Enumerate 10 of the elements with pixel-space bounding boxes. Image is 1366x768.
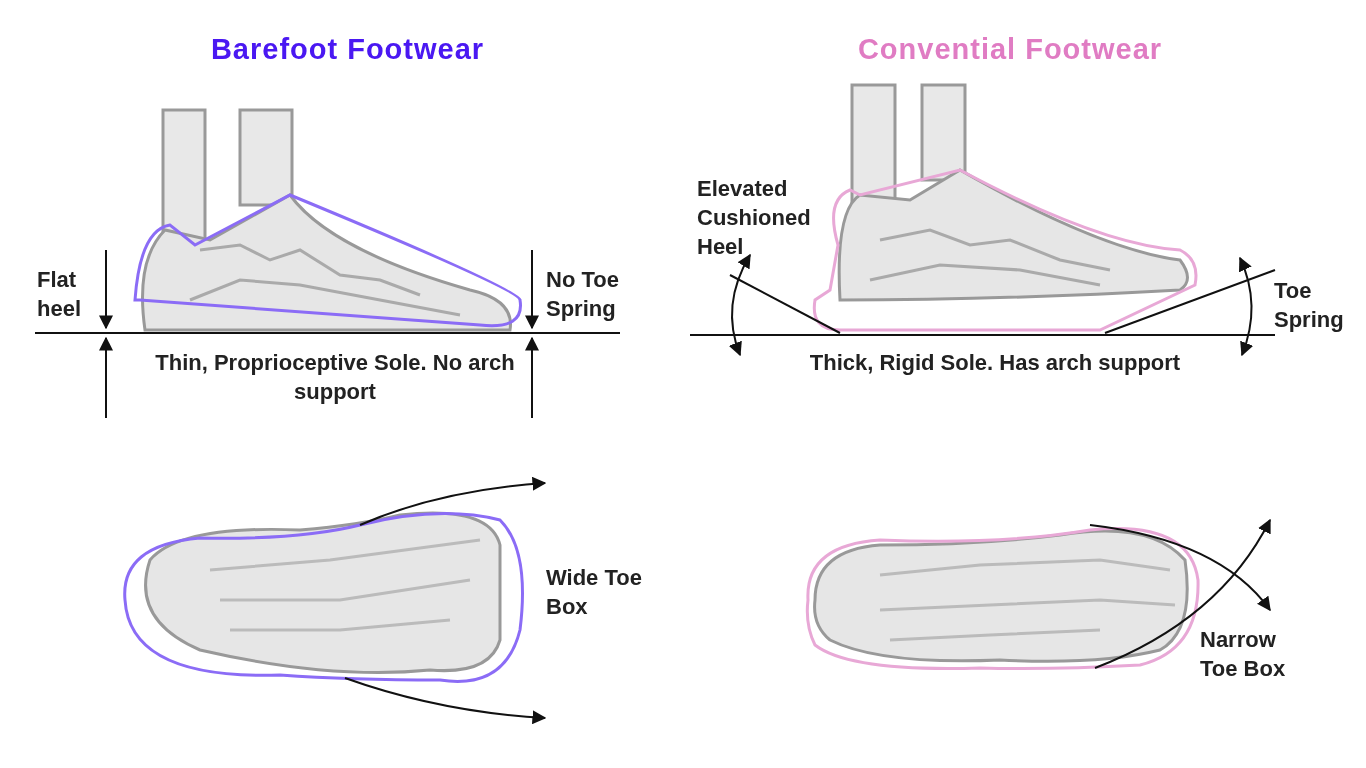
- annotation-text: Thin, Proprioceptive Sole. No arch support: [154, 349, 516, 406]
- annotation-text: No Toe Spring: [546, 266, 620, 323]
- annotation-text: Thick, Rigid Sole. Has arch support: [808, 349, 1182, 377]
- annotation-text: Toe Spring: [1274, 277, 1345, 334]
- annotation-text: Wide Toe Box: [546, 564, 643, 621]
- section-heading: Barefoot Footwear: [209, 32, 486, 67]
- annotation-text: Elevated Cushioned Heel: [697, 175, 812, 261]
- annotation-text: Narrow Toe Box: [1200, 626, 1287, 683]
- section-heading: Convential Footwear: [856, 32, 1164, 67]
- annotation-text: Flat heel: [37, 266, 83, 323]
